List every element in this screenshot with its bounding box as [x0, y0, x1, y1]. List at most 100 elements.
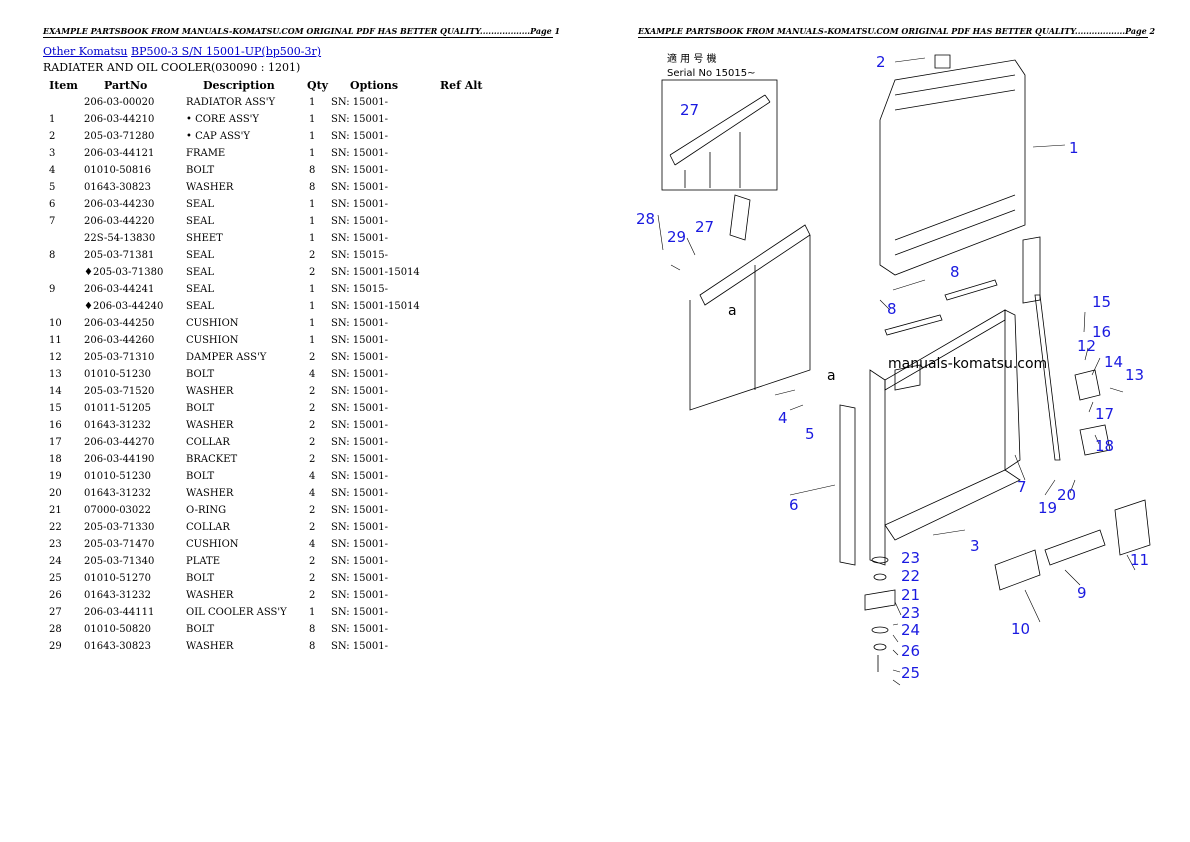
- callout-13: 13: [1125, 366, 1144, 384]
- cell-partno: 07000-03022: [84, 505, 152, 516]
- cell-description: SEAL: [186, 267, 215, 278]
- cell-item: 15: [49, 403, 62, 414]
- callout-6: 6: [789, 496, 799, 514]
- seal-8b: [944, 279, 998, 301]
- cell-options: SN: 15001-: [331, 97, 388, 108]
- cell-description: BOLT: [186, 369, 215, 380]
- page-banner: EXAMPLE PARTSBOOK FROM MANUALS-KOMATSU.C…: [638, 26, 1156, 38]
- cell-item: 6: [49, 199, 56, 210]
- inset-cooler-sketch: [669, 94, 771, 188]
- cell-partno: 01010-50820: [84, 624, 152, 635]
- cell-refalt: [440, 315, 490, 332]
- inset-detail-box: [661, 79, 778, 191]
- callout-11: 11: [1130, 551, 1149, 569]
- cell-item: 9: [49, 284, 56, 295]
- cell-qty: 2: [309, 403, 316, 414]
- cell-qty: 1: [309, 284, 316, 295]
- cell-options: SN: 15001-15014: [331, 301, 420, 312]
- cell-partno: 206-03-44111: [84, 607, 155, 618]
- cell-description: CUSHION: [186, 318, 239, 329]
- cell-refalt: [440, 383, 490, 400]
- callout-29: 29: [667, 228, 686, 246]
- inset-serial: Serial No 15015~: [667, 68, 755, 79]
- cell-qty: 1: [309, 335, 316, 346]
- cell-item: 10: [49, 318, 62, 329]
- callout-17: 17: [1095, 405, 1114, 423]
- cell-refalt: [440, 111, 490, 128]
- cell-item: [43, 94, 84, 111]
- cell-description: COLLAR: [186, 437, 230, 448]
- cell-qty: 4: [309, 471, 316, 482]
- cell-options: SN: 15001-: [331, 165, 388, 176]
- cell-refalt: [440, 213, 490, 230]
- cell-description: CUSHION: [186, 335, 239, 346]
- cell-refalt: [440, 366, 490, 383]
- callout-20: 20: [1057, 486, 1076, 504]
- cell-item: [43, 230, 84, 247]
- cell-qty: 4: [309, 539, 316, 550]
- cell-description: SEAL: [186, 284, 215, 295]
- cell-item: 28: [49, 624, 62, 635]
- model-link[interactable]: BP500-3 S/N 15001-UP(bp500-3r): [130, 45, 322, 58]
- cell-options: SN: 15015-: [331, 284, 388, 295]
- table-header-row: Item PartNo Description Qty Options Ref …: [43, 77, 490, 94]
- cell-item: 1: [49, 114, 56, 125]
- cell-qty: 1: [309, 131, 316, 142]
- cell-options: SN: 15001-: [331, 437, 388, 448]
- cell-qty: 8: [309, 641, 316, 652]
- cell-refalt: [440, 587, 490, 604]
- cell-item: 25: [49, 573, 62, 584]
- cell-qty: 1: [309, 233, 316, 244]
- cell-partno: 205-03-71340: [84, 556, 155, 567]
- cell-options: SN: 15001-: [331, 182, 388, 193]
- cell-partno: 01010-51230: [84, 471, 152, 482]
- cell-refalt: [440, 94, 490, 111]
- cell-item: 22: [49, 522, 62, 533]
- cell-item: 14: [49, 386, 62, 397]
- cell-options: SN: 15001-: [331, 522, 388, 533]
- cell-refalt: [440, 128, 490, 145]
- radiator-core: [879, 59, 1026, 276]
- cell-refalt: [440, 468, 490, 485]
- cell-refalt: [440, 638, 490, 655]
- seal-7: [1034, 294, 1061, 461]
- cell-qty: 2: [309, 437, 316, 448]
- cell-partno: 01010-51270: [84, 573, 152, 584]
- pipe: [729, 194, 751, 241]
- cell-item: 24: [49, 556, 62, 567]
- cell-qty: 2: [309, 454, 316, 465]
- cell-options: SN: 15001-: [331, 556, 388, 567]
- cell-item: 23: [49, 539, 62, 550]
- cell-partno: 206-03-44220: [84, 216, 155, 227]
- cell-options: SN: 15001-: [331, 352, 388, 363]
- cell-partno: 01010-50816: [84, 165, 152, 176]
- cell-refalt: [440, 230, 490, 247]
- callout-25: 25: [901, 664, 920, 682]
- cell-qty: 1: [309, 114, 316, 125]
- callout-28: 28: [636, 210, 655, 228]
- callout-7: 7: [1017, 478, 1027, 496]
- callout-24: 24: [901, 621, 920, 639]
- callout-26: 26: [901, 642, 920, 660]
- callout-27b: 27: [695, 218, 714, 236]
- brand-link[interactable]: Other Komatsu: [43, 45, 128, 58]
- seal-6: [839, 404, 856, 566]
- cell-options: SN: 15001-: [331, 573, 388, 584]
- bracket: [1079, 424, 1111, 456]
- callout-27a: 27: [680, 101, 699, 119]
- parts-table: Item PartNo Description Qty Options Ref …: [43, 77, 490, 655]
- watermark: manuals-komatsu.com: [888, 356, 1047, 372]
- cell-qty: 8: [309, 624, 316, 635]
- cell-partno: 206-03-44260: [84, 335, 155, 346]
- cell-refalt: [440, 400, 490, 417]
- cell-refalt: [440, 451, 490, 468]
